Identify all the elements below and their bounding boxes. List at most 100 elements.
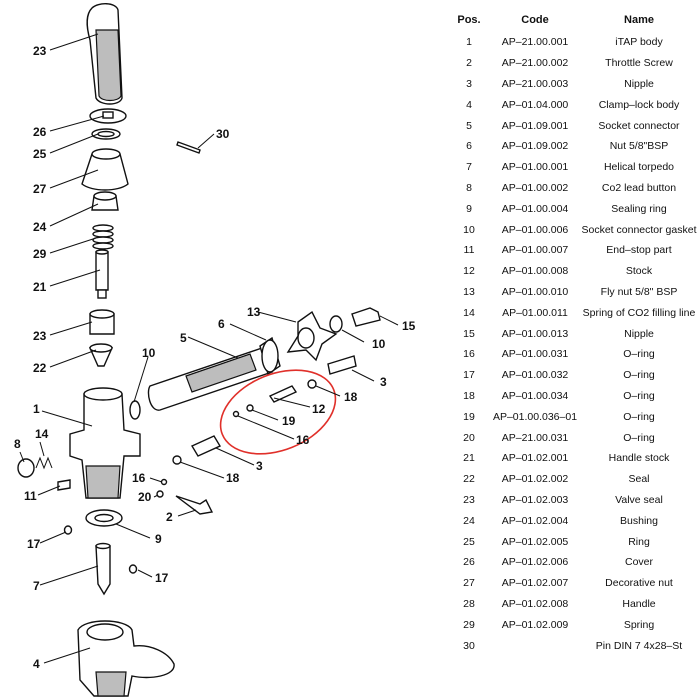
part-8-co2-button — [17, 458, 35, 478]
cell-pos: 24 — [463, 514, 475, 527]
cell-name: Throttle Screw — [605, 57, 673, 70]
cell-code: AP–01.04.000 — [501, 98, 569, 111]
table-row: 3 AP–21.00.003 Nipple — [448, 74, 698, 95]
cell-code: AP–01.09.002 — [501, 140, 569, 153]
cell-name: Handle — [622, 597, 656, 610]
cell-code: AP–01.00.004 — [501, 202, 569, 215]
part-10-gasket-b — [329, 315, 343, 333]
cell-code: AP–21.00.002 — [501, 57, 569, 70]
cell-name: O–ring — [623, 431, 655, 444]
cell-code: AP–01.02.002 — [501, 473, 569, 486]
cell-pos: 14 — [463, 306, 475, 319]
cell-name: O–ring — [623, 369, 655, 382]
part-7-torpedo-top — [95, 542, 111, 550]
part-13-fly-nut-hole — [297, 327, 315, 349]
callout-14: 14 — [35, 427, 49, 441]
part-23-valve-seal-top — [89, 309, 115, 319]
cell-code: AP–01.00.008 — [501, 265, 569, 278]
cell-pos: 18 — [463, 389, 475, 402]
cell-code: AP–01.02.005 — [501, 535, 569, 548]
callout-15: 15 — [402, 319, 416, 333]
callout-19: 19 — [282, 414, 296, 428]
cell-pos: 7 — [466, 161, 472, 174]
callout-3a: 3 — [380, 375, 387, 389]
cell-pos: 20 — [463, 431, 475, 444]
cell-code: AP–01.00.006 — [501, 223, 569, 236]
callout-23: 23 — [33, 329, 47, 343]
part-18-oring-a — [307, 379, 317, 389]
part-3-nipple-b — [190, 435, 222, 457]
cell-name: Stock — [625, 265, 653, 278]
callout-20: 20 — [138, 490, 152, 504]
cell-pos: 23 — [463, 493, 475, 506]
cell-name: Sealing ring — [611, 202, 667, 215]
cell-code: AP–01.00.001 — [501, 161, 569, 174]
callout-2: 2 — [166, 510, 173, 524]
cell-code: AP–01.00.007 — [501, 244, 569, 257]
cell-code: AP–21.00.003 — [501, 77, 569, 90]
part-19-oring — [246, 404, 254, 412]
callout-10a: 10 — [142, 346, 156, 360]
cell-pos: 3 — [466, 77, 472, 90]
part-17-oring-a — [63, 525, 73, 535]
cell-name: Nipple — [624, 77, 654, 90]
cell-name: Socket connector — [598, 119, 680, 132]
part-27-nut-top — [91, 148, 121, 160]
part-1-body-shading — [85, 465, 121, 499]
cell-pos: 16 — [463, 348, 475, 361]
part-15-nipple — [351, 307, 381, 327]
cell-name: End–stop part — [606, 244, 672, 257]
cell-name: Spring — [623, 618, 655, 631]
callout-26: 26 — [33, 125, 47, 139]
cell-name: Valve seal — [615, 493, 663, 506]
part-14-spring — [35, 456, 53, 470]
cell-name: Pin DIN 7 4x28–St — [595, 639, 683, 652]
cell-name: Bushing — [620, 514, 658, 527]
cell-name: Co2 lead button — [601, 181, 677, 194]
callout-17b: 17 — [155, 571, 169, 585]
callout-29: 29 — [33, 247, 47, 261]
cell-name: Clamp–lock body — [598, 98, 680, 111]
cell-pos: 29 — [463, 618, 475, 631]
cell-pos: 13 — [463, 285, 475, 298]
part-4-clamp-shading — [95, 671, 127, 697]
cell-pos: 28 — [463, 597, 475, 610]
cell-pos: 1 — [466, 36, 472, 49]
callout-28: 23 — [33, 44, 47, 58]
cell-pos: 27 — [463, 577, 475, 590]
cell-name: Nut 5/8"BSP — [609, 140, 669, 153]
part-24-bushing-top — [93, 191, 117, 201]
cell-pos: 19 — [463, 410, 475, 423]
callout-30: 30 — [216, 127, 230, 141]
callout-1: 1 — [33, 402, 40, 416]
callout-11: 11 — [24, 489, 37, 503]
cell-pos: 25 — [463, 535, 475, 548]
cell-name: iTAP body — [615, 36, 663, 49]
cell-pos: 11 — [463, 244, 475, 257]
callout-13: 13 — [247, 305, 261, 319]
cell-pos: 22 — [463, 473, 475, 486]
cell-pos: 17 — [463, 369, 475, 382]
part-30-pin — [176, 141, 201, 154]
callout-9: 9 — [155, 532, 162, 546]
part-21-stock-top — [95, 249, 109, 255]
cell-code: AP–01.00.013 — [501, 327, 569, 340]
part-29-spring — [92, 224, 114, 250]
part-2-throttle-screw — [175, 495, 214, 515]
cell-name: Seal — [628, 473, 650, 486]
callout-18b: 18 — [226, 471, 240, 485]
callout-labels: 23 26 25 27 24 29 21 23 22 1 10 8 14 11 … — [14, 44, 416, 671]
